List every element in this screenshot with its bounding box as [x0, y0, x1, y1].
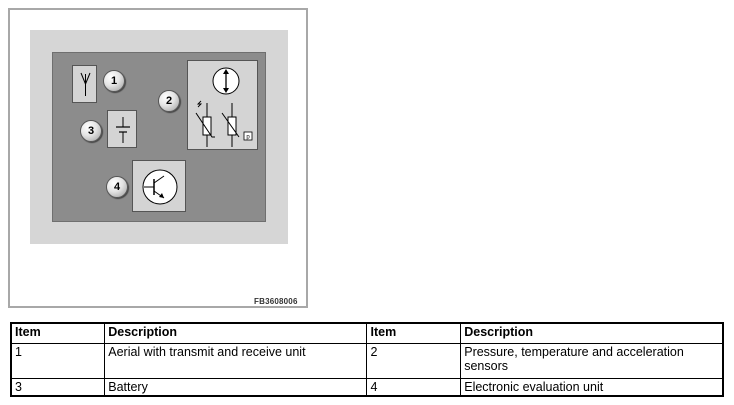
cell-item: 3: [10, 378, 106, 397]
cell-item: 1: [10, 343, 106, 379]
antenna-box: [72, 65, 97, 103]
battery-icon: [116, 117, 130, 143]
cell-description: Battery: [104, 378, 368, 397]
header-description-1: Description: [104, 322, 368, 344]
evaluation-unit-box: [132, 160, 186, 212]
pressure-sensor-icon: p: [221, 103, 253, 147]
table-header-row: Item Description Item Description: [10, 322, 724, 344]
antenna-icon: [80, 72, 91, 96]
thermistor-icon: [195, 100, 215, 147]
header-item-2: Item: [366, 322, 462, 344]
table-row: 3 Battery 4 Electronic evaluation unit: [10, 378, 724, 397]
shock-sensor-icon: [212, 67, 240, 95]
sensors-diagram: p: [195, 67, 253, 147]
cell-description: Aerial with transmit and receive unit: [104, 343, 368, 379]
callout-1: 1: [103, 70, 125, 92]
figure-code: FB3608006: [254, 297, 298, 306]
cell-item: 2: [366, 343, 462, 379]
callout-2: 2: [158, 90, 180, 112]
header-description-2: Description: [460, 322, 724, 344]
callout-3: 3: [80, 120, 102, 142]
cell-description: Electronic evaluation unit: [460, 378, 724, 397]
cell-item: 4: [366, 378, 462, 397]
header-item-1: Item: [10, 322, 106, 344]
cell-description: Pressure, temperature and acceleration s…: [460, 343, 724, 379]
svg-text:p: p: [246, 135, 250, 141]
legend-table: Item Description Item Description 1 Aeri…: [10, 322, 724, 397]
sensors-box: p: [187, 60, 258, 150]
callout-4: 4: [106, 176, 128, 198]
battery-box: [107, 110, 137, 148]
table-row: 1 Aerial with transmit and receive unit …: [10, 343, 724, 379]
transistor-icon: [142, 169, 178, 205]
